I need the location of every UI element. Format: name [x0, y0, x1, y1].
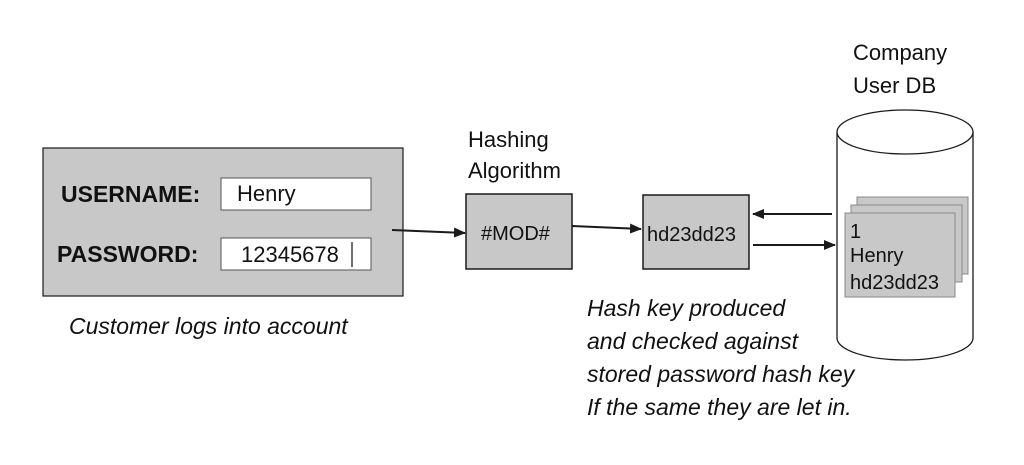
hashing-box-label: #MOD#	[481, 223, 551, 245]
db-record-stack: 1 Henry hd23dd23	[844, 196, 969, 298]
explanation-line1: Hash key produced	[587, 295, 786, 321]
db-title-line1: Company	[853, 40, 947, 65]
hashing-title-line2: Algorithm	[468, 158, 561, 183]
explanation-line4: If the same they are let in.	[587, 394, 852, 420]
hash-output-box	[642, 194, 750, 270]
login-caption: Customer logs into account	[69, 313, 349, 339]
arrow-login-to-hash	[391, 227, 466, 238]
hashing-title-line1: Hashing	[468, 127, 549, 152]
db-record-name: Henry	[850, 245, 903, 267]
arrow-hash-to-output	[571, 223, 642, 234]
username-field[interactable]	[220, 177, 372, 211]
hash-output-label: hd23dd23	[647, 224, 736, 246]
login-panel: USERNAME: Henry PASSWORD: 12345678	[42, 147, 404, 297]
username-value: Henry	[237, 181, 296, 206]
db-record-id: 1	[850, 221, 861, 243]
db-title-line2: User DB	[853, 73, 936, 98]
password-label: PASSWORD:	[57, 241, 198, 267]
password-field[interactable]	[220, 237, 372, 271]
explanation-line2: and checked against	[587, 328, 800, 354]
username-label: USERNAME:	[61, 181, 200, 207]
hashing-box	[465, 193, 573, 270]
password-value: 12345678	[241, 242, 339, 267]
db-record-front	[844, 212, 956, 298]
db-record-hash: hd23dd23	[850, 272, 939, 294]
login-panel-box	[42, 147, 404, 297]
db-cylinder-top	[836, 109, 974, 155]
explanation-line3: stored password hash key	[587, 361, 856, 387]
